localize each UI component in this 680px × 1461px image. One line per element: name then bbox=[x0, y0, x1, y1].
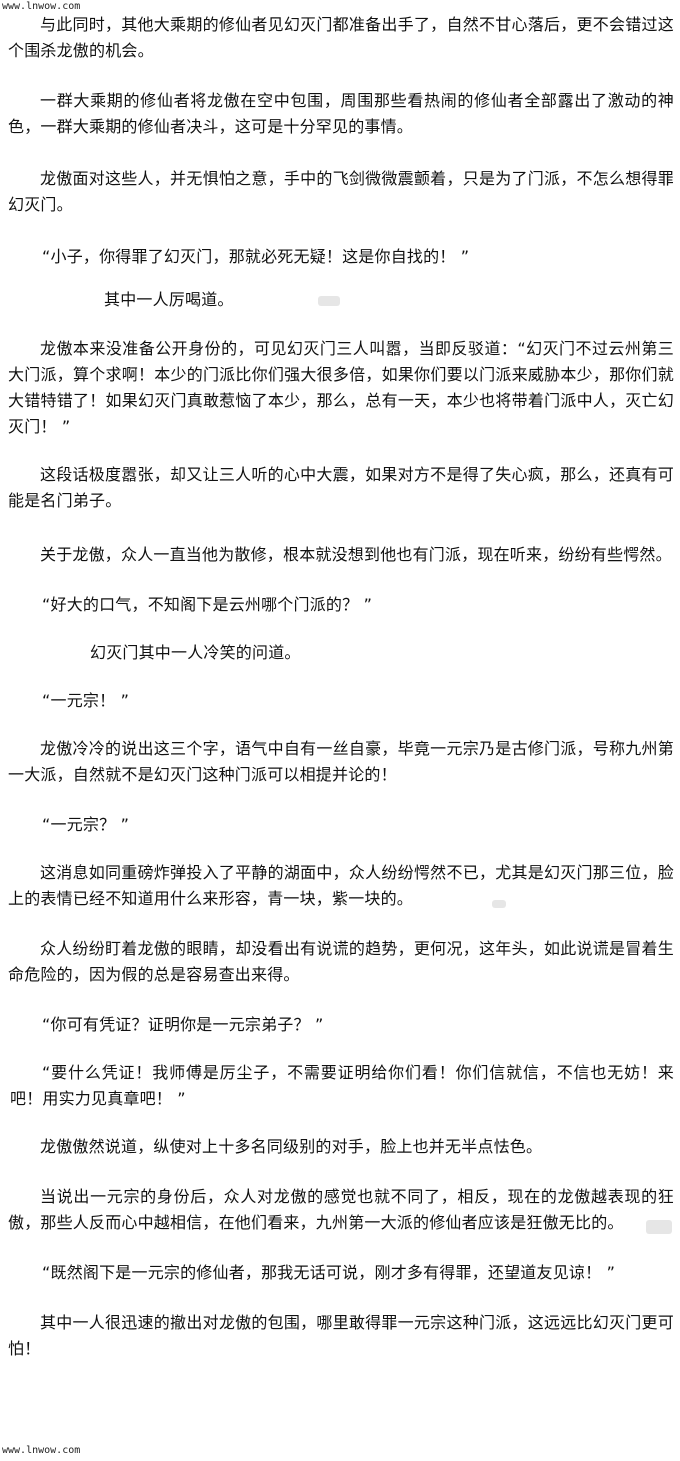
paragraph-9: “好大的口气，不知阁下是云州哪个门派的？ ” bbox=[42, 595, 373, 614]
paragraph-21: 其中一人很迅速的撤出对龙傲的包围，哪里敢得罪一元宗这种门派，这远远比幻灭门更可怕… bbox=[8, 1313, 674, 1358]
paragraph-13: “一元宗？ ” bbox=[42, 815, 130, 834]
paragraph-10: 幻灭门其中一人冷笑的问道。 bbox=[90, 643, 301, 662]
paragraph-4: “小子，你得罪了幻灭门，那就必死无疑！这是你自找的！ ” bbox=[42, 247, 470, 266]
paragraph-16: “你可有凭证？证明你是一元宗弟子？ ” bbox=[42, 1015, 324, 1034]
watermark-bottom: www.lnwow.com bbox=[2, 1445, 81, 1456]
watermark-top: www.lnwow.com bbox=[2, 1, 81, 12]
paragraph-11: “一元宗！ ” bbox=[42, 691, 130, 710]
scan-artifact bbox=[646, 1220, 672, 1234]
scan-artifact bbox=[492, 900, 506, 908]
paragraph-8: 关于龙傲，众人一直当他为散修，根本就没想到他也有门派，现在听来，纷纷有些愕然。 bbox=[40, 545, 672, 564]
paragraph-14: 这消息如同重磅炸弹投入了平静的湖面中，众人纷纷愕然不已，尤其是幻灭门那三位，脸上… bbox=[8, 863, 674, 908]
paragraph-2: 一群大乘期的修仙者将龙傲在空中包围，周围那些看热闹的修仙者全部露出了激动的神色，… bbox=[8, 91, 674, 136]
paragraph-7: 这段话极度嚣张，却又让三人听的心中大震，如果对方不是得了失心疯，那么，还真有可能… bbox=[8, 465, 674, 510]
paragraph-3: 龙傲面对这些人，并无惧怕之意，手中的飞剑微微震颤着，只是为了门派，不怎么想得罪幻… bbox=[8, 169, 674, 214]
paragraph-1: 与此同时，其他大乘期的修仙者见幻灭门都准备出手了，自然不甘心落后，更不会错过这个… bbox=[8, 15, 674, 60]
paragraph-18: 龙傲傲然说道，纵使对上十多名同级别的对手，脸上也并无半点怯色。 bbox=[40, 1137, 543, 1156]
paragraph-19: 当说出一元宗的身份后，众人对龙傲的感觉也就不同了，相反，现在的龙傲越表现的狂傲，… bbox=[8, 1187, 674, 1232]
paragraph-6: 龙傲本来没准备公开身份的，可见幻灭门三人叫嚣，当即反驳道：“幻灭门不过云州第三大… bbox=[8, 339, 674, 436]
scan-artifact bbox=[318, 296, 340, 306]
paragraph-15: 众人纷纷盯着龙傲的眼睛，却没看出有说谎的趋势，更何况，这年头，如此说谎是冒着生命… bbox=[8, 939, 674, 984]
paragraph-5: 其中一人厉喝道。 bbox=[104, 290, 234, 309]
paragraph-17: “要什么凭证！我师傅是厉尘子，不需要证明给你们看！你们信就信，不信也无妨！来吧！… bbox=[10, 1063, 674, 1108]
paragraph-20: “既然阁下是一元宗的修仙者，那我无话可说，刚才多有得罪，还望道友见谅！ ” bbox=[42, 1263, 616, 1282]
paragraph-12: 龙傲冷冷的说出这三个字，语气中自有一丝自豪，毕竟一元宗乃是古修门派，号称九州第一… bbox=[8, 739, 674, 784]
